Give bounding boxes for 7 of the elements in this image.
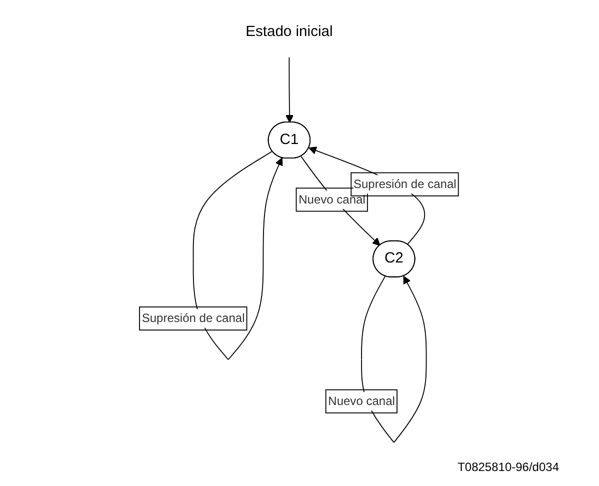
figure-code: T0825810-96/d034 bbox=[458, 460, 559, 474]
edge-label: Supresión de canal bbox=[142, 311, 246, 325]
arrow bbox=[286, 56, 294, 123]
edge-label: Nuevo canal bbox=[298, 192, 366, 206]
node-text: Estado inicial bbox=[246, 24, 334, 40]
edge-label: Nuevo canal bbox=[328, 394, 396, 408]
edge-label: Supresión de canal bbox=[354, 176, 457, 191]
